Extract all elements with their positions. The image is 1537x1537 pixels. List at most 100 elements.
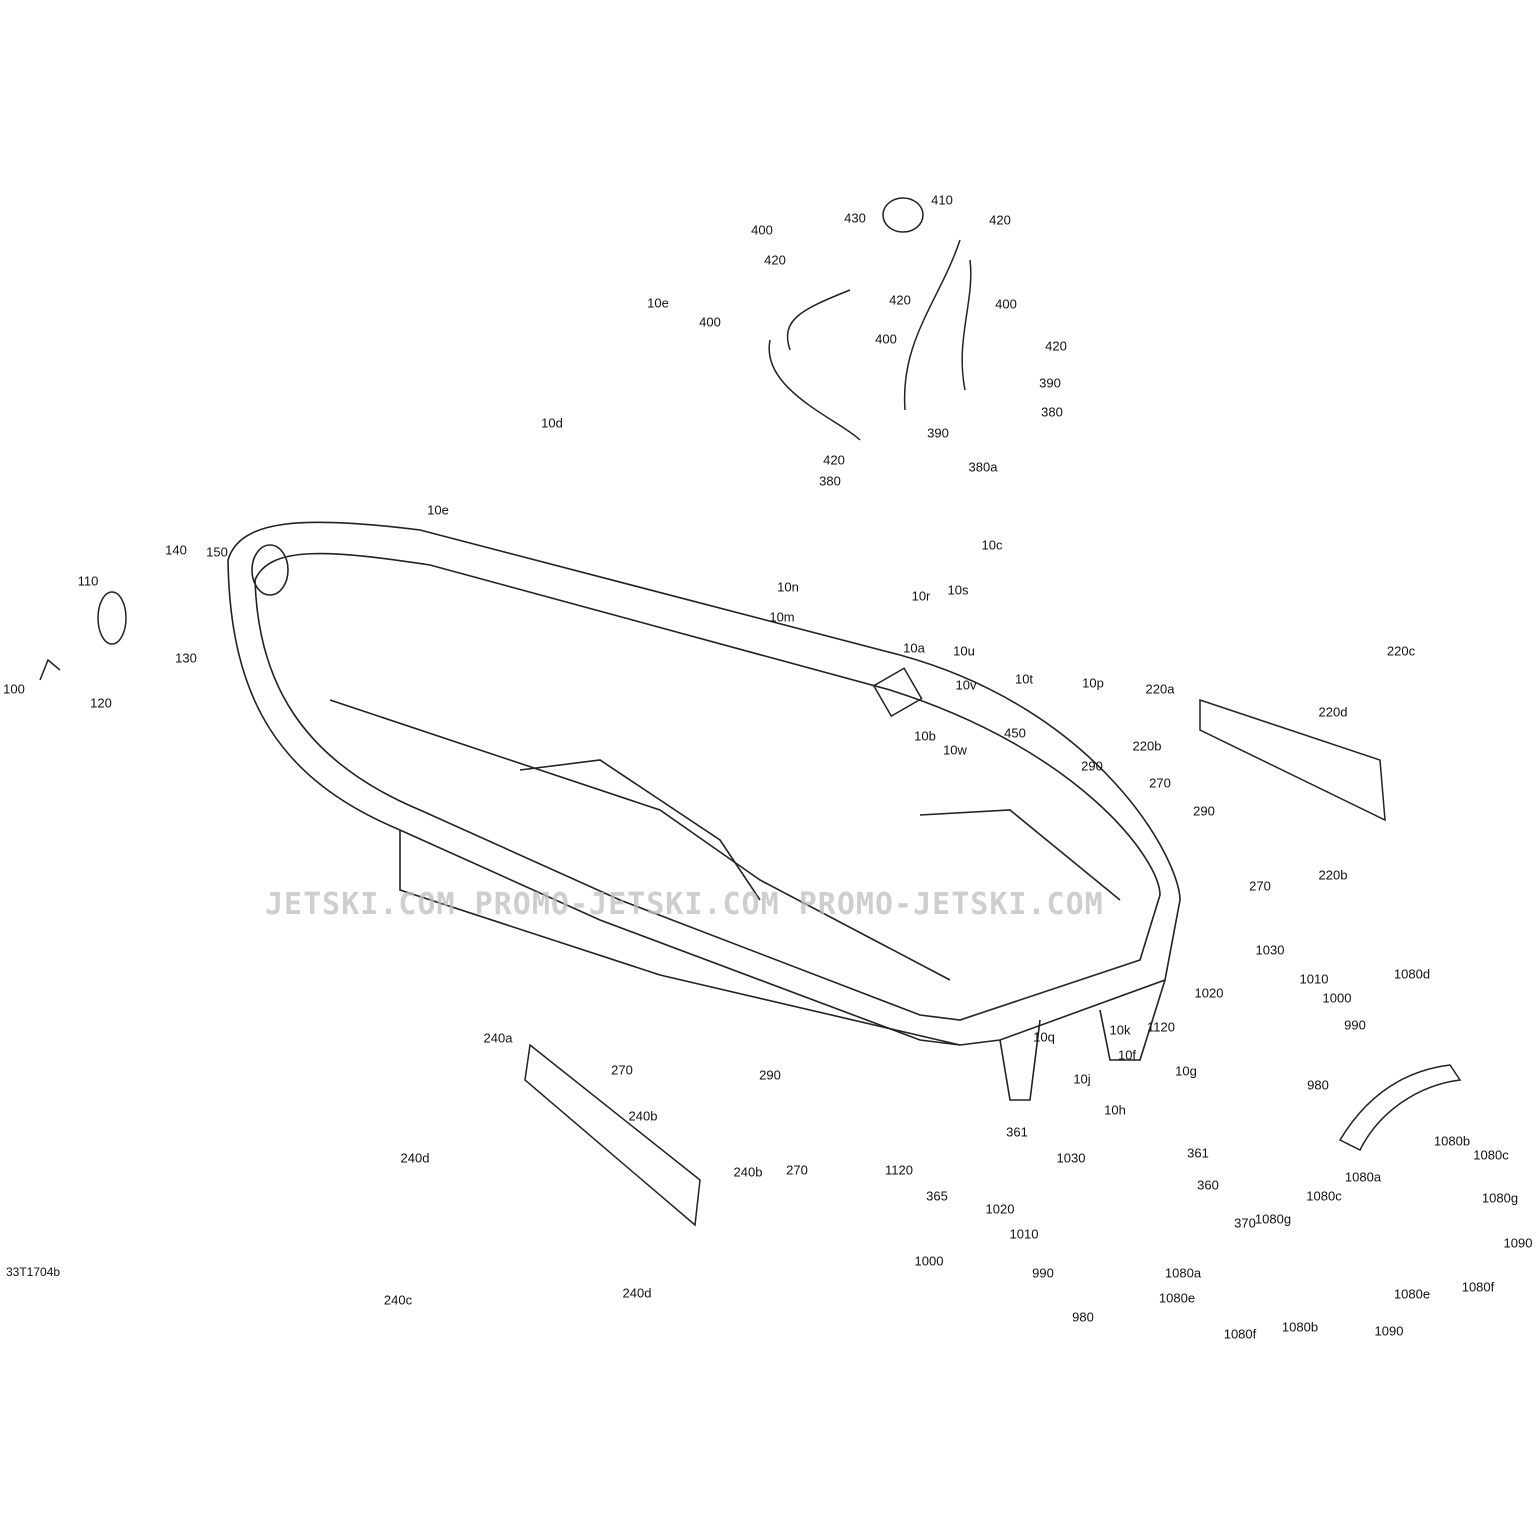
part-callout-label: 10q [1033,1029,1055,1045]
part-callout-label: 1080e [1393,1286,1431,1302]
part-callout-label: 420 [989,212,1011,228]
part-callout-label: 10e [647,295,669,311]
part-callout-label: 1080e [1158,1290,1196,1306]
watermark: JETSKI.COM PROMO-JETSKI.COM PROMO-JETSKI… [265,887,1104,922]
part-callout-label: 1000 [1322,990,1352,1006]
part-callout-label: 1120 [885,1162,913,1178]
part-callout-label: 240b [628,1108,658,1124]
part-callout-label: 380 [1041,404,1063,420]
part-callout-label: 10s [947,582,969,598]
diagram-reference: 33T1704b [6,1265,61,1279]
part-callout-label: 430 [844,210,866,226]
part-callout-label: 1080f [1461,1279,1495,1295]
part-callout-label: 420 [1045,338,1067,354]
part-callout-label: 990 [1032,1265,1054,1281]
part-callout-label: 390 [1039,375,1061,391]
part-callout-label: 400 [699,314,721,330]
part-callout-label: 1080a [1164,1265,1202,1281]
part-callout-label: 240a [483,1030,513,1046]
part-callout-label: 400 [995,296,1017,312]
part-callout-label: 1080c [1306,1188,1342,1204]
part-callout-label: 120 [90,695,112,711]
part-callout-label: 1080b [1433,1133,1471,1149]
part-callout-label: 220d [1318,704,1348,720]
part-callout-label: 240b [733,1164,763,1180]
part-callout-label: 1080a [1344,1169,1382,1185]
part-callout-label: 360 [1197,1177,1219,1193]
part-callout-label: 450 [1004,725,1026,741]
part-callout-label: 1030 [1255,942,1285,958]
part-callout-label: 980 [1072,1309,1094,1325]
part-callout-label: 1030 [1056,1150,1086,1166]
part-callout-label: 390 [927,425,949,441]
part-callout-label: 980 [1307,1077,1329,1093]
part-callout-label: 240d [622,1285,652,1301]
part-callout-label: 420 [889,292,911,308]
part-callout-label: 240d [400,1150,430,1166]
part-callout-label: 290 [1193,803,1215,819]
part-callout-label: 1080b [1281,1319,1319,1335]
part-callout-label: 1080c [1473,1147,1509,1163]
part-callout-label: 370 [1234,1215,1256,1231]
part-callout-label: 220b [1318,867,1348,883]
part-callout-label: 10g [1175,1063,1197,1079]
part-callout-label: 1010 [1009,1226,1039,1242]
hoses [768,197,972,441]
part-callout-label: 380a [968,459,998,475]
part-callout-label: 400 [875,331,897,347]
part-callout-label: 361 [1006,1124,1028,1140]
part-callout-label: 420 [764,252,786,268]
part-callout-label: 290 [1081,758,1103,774]
part-callout-label: 290 [759,1067,781,1083]
part-callout-label: 410 [931,192,953,208]
part-callout-label: 10c [981,537,1003,553]
part-callout-label: 1080f [1223,1326,1257,1342]
part-callout-label: 10t [1014,671,1034,687]
part-callout-label: 990 [1344,1017,1366,1033]
part-callout-label: 380 [819,473,841,489]
part-callout-label: 10p [1082,675,1104,691]
fasteners [39,591,1462,1227]
part-callout-label: 10w [943,742,967,758]
part-callout-label: 1010 [1299,971,1329,987]
part-callout-label: 110 [77,573,99,589]
part-callout-label: 1020 [1194,985,1224,1001]
part-callout-label: 1080g [1254,1211,1292,1227]
part-callout-label: 1020 [985,1201,1015,1217]
part-callout-label: 1120 [1147,1019,1175,1035]
part-callout-label: 240c [383,1292,413,1308]
part-callout-label: 10b [914,728,936,744]
part-callout-label: 10e [427,502,449,518]
part-callout-label: 400 [751,222,773,238]
part-callout-label: 270 [786,1162,808,1178]
part-callout-label: 361 [1187,1145,1209,1161]
part-callout-label: 150 [206,544,228,560]
part-callout-label: 1000 [914,1253,944,1269]
part-callout-label: 365 [926,1188,948,1204]
part-callout-label: 270 [1249,878,1271,894]
part-callout-label: 10f [1117,1047,1137,1063]
part-callout-label: 100 [3,681,25,697]
part-callout-label: 270 [1149,775,1171,791]
part-callout-label: 10a [903,640,925,656]
part-callout-label: 270 [611,1062,633,1078]
part-callout-label: 1090 [1374,1323,1404,1339]
part-callout-label: 10n [777,579,799,595]
part-callout-label: 10r [911,588,931,604]
part-callout-label: 140 [165,542,187,558]
part-callout-label: 220c [1386,643,1416,659]
part-callout-label: 130 [175,650,197,666]
part-callout-label: 10j [1073,1071,1091,1087]
part-callout-label: 1080d [1393,966,1431,982]
part-callout-label: 10h [1104,1102,1126,1118]
part-callout-label: 220a [1145,681,1175,697]
part-callout-label: 10u [953,643,975,659]
part-callout-label: 10m [769,609,795,625]
part-callout-label: 10k [1109,1022,1131,1038]
part-callout-label: 420 [823,452,845,468]
hull-outline [227,521,1181,1101]
part-callout-label: 1090 [1503,1235,1533,1251]
part-callout-label: 10v [955,677,977,693]
part-callout-label: 1080g [1481,1190,1519,1206]
